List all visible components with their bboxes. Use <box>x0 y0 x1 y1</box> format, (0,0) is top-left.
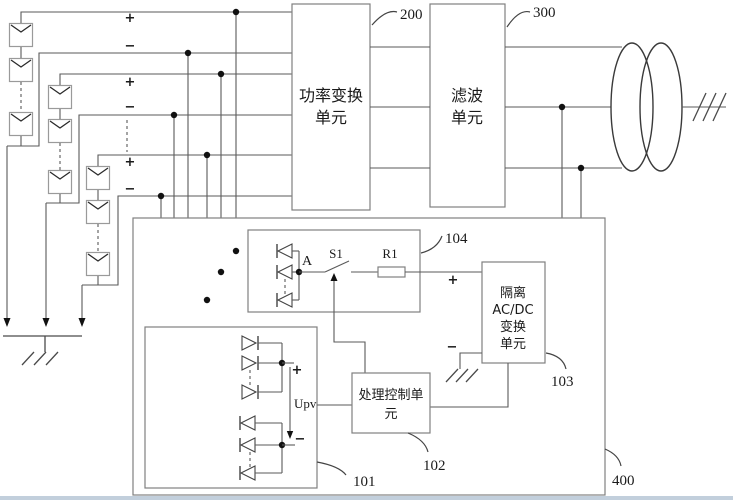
ref-200-leader <box>371 10 398 26</box>
ref-101-leader <box>316 461 347 476</box>
pv-string-2 <box>46 73 292 204</box>
controller-label-line1: 处理控制单 <box>358 388 423 403</box>
acdc-minus-label: − <box>447 340 458 355</box>
switch-control-arrow-icon <box>330 273 338 281</box>
array-ground <box>3 146 86 366</box>
filter-unit-label-line2: 单元 <box>451 108 483 127</box>
ref-103-leader <box>545 352 567 370</box>
resistor-r1-label: R1 <box>382 246 397 261</box>
earth-icon <box>21 351 59 366</box>
string1-minus-label: − <box>125 39 136 54</box>
string2-plus-label: + <box>125 75 136 90</box>
string3-minus-label: − <box>125 182 136 197</box>
ref-400: 400 <box>612 473 635 489</box>
junction-dots <box>157 8 585 304</box>
ref-101: 101 <box>353 474 376 490</box>
acdc-label-line1: 隔离 <box>500 285 526 301</box>
upv-minus-label: − <box>295 432 306 447</box>
controller-label-line2: 元 <box>384 407 397 422</box>
upv-arrow-icon <box>286 431 294 439</box>
upv-plus-label: + <box>292 363 303 378</box>
node-a-label: A <box>302 254 313 269</box>
voltage-sense-network-101: + − Upv <box>144 326 318 489</box>
processing-control-unit: 处理控制单 元 <box>351 372 431 434</box>
string3-plus-label: + <box>125 155 136 170</box>
bus-polarity-labels: + − + − + − <box>125 11 136 197</box>
pv-string-3 <box>82 154 292 286</box>
down-arrow-icon <box>42 318 50 327</box>
grid-connection-icon <box>682 92 727 122</box>
power-unit-label-line1: 功率变换 <box>299 86 363 105</box>
ref-300-leader <box>506 10 531 28</box>
down-arrow-icon <box>78 318 86 327</box>
string2-minus-label: − <box>125 100 136 115</box>
switch-s1-label: S1 <box>329 246 343 261</box>
power-conversion-unit: 功率变换 单元 <box>291 3 371 211</box>
isolated-acdc-unit: 隔离 AC/DC 变换 单元 + − <box>430 261 546 408</box>
filter-unit-label-line1: 滤波 <box>451 86 483 105</box>
ref-102: 102 <box>423 458 446 474</box>
ref-300: 300 <box>533 5 556 21</box>
ac-link-wires <box>370 46 622 169</box>
ref-400-leader <box>604 448 622 467</box>
acdc-label-line2: AC/DC <box>492 303 533 318</box>
string1-plus-label: + <box>125 11 136 26</box>
ref-103: 103 <box>551 374 574 390</box>
ref-200: 200 <box>400 7 423 23</box>
acdc-label-line4: 单元 <box>500 337 526 352</box>
earth-icon <box>445 368 479 383</box>
resistor-r1-body <box>377 266 406 278</box>
injection-unit-104: A S1 R1 <box>247 229 482 373</box>
acdc-plus-label: + <box>448 273 459 288</box>
bottom-strip <box>0 496 733 500</box>
upv-label: Upv <box>294 396 317 411</box>
ref-104: 104 <box>445 231 468 247</box>
filter-unit: 滤波 单元 <box>429 3 506 208</box>
ref-102-leader <box>407 432 429 453</box>
switch-s1-blade <box>324 260 350 273</box>
power-unit-label-line2: 单元 <box>315 108 347 127</box>
pv-string-1 <box>7 11 292 147</box>
transformer-icon <box>610 42 683 172</box>
ref-104-leader <box>420 235 443 254</box>
down-arrow-icon <box>3 318 11 327</box>
acdc-label-line3: 变换 <box>500 319 526 335</box>
